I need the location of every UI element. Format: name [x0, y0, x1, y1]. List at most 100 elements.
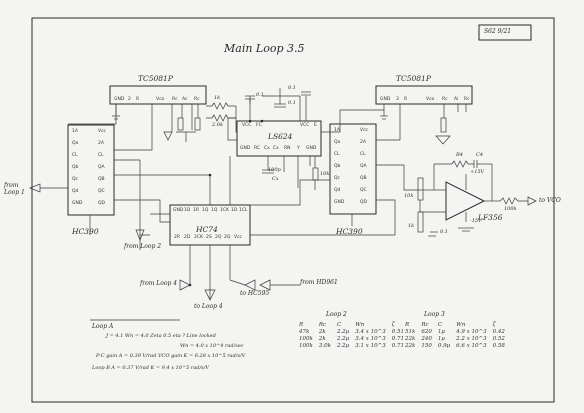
- table-cell: 2.2μ: [336, 343, 350, 349]
- cr-pin-qd: Qd: [334, 188, 341, 193]
- table-row: 100k 2k 2.2μ 3.4 x 10^3 0.71: [296, 336, 407, 343]
- sheet-title: Main Loop 3.5: [224, 42, 305, 55]
- c1-value: 0.1: [256, 92, 264, 98]
- phase-detector-chip: [236, 88, 322, 190]
- pll-right-name: TC5081P: [396, 74, 431, 83]
- from-loop4-label: from Loop 4: [140, 280, 178, 287]
- cr-pin-1a: 1A: [334, 128, 340, 133]
- table-cell: 51k: [405, 329, 416, 335]
- counter-left-chip: [29, 124, 115, 216]
- pll-left-pin-ac: Ac: [182, 97, 188, 102]
- ff-pin-2d: 2D: [184, 235, 191, 240]
- table-header-cell: C: [437, 322, 443, 328]
- ff-pin-1qn: 1Q: [211, 208, 218, 213]
- rin2-value: 1k: [408, 223, 415, 229]
- cr-pin-gnd: GND: [334, 200, 345, 205]
- pll-left-chip: [109, 85, 207, 142]
- cr-pin-qb: Qb: [334, 164, 341, 169]
- phase-detector-name: LS624: [268, 132, 293, 141]
- ff-pin-1d: 1D: [184, 208, 191, 213]
- table-cell: 0.52: [492, 336, 505, 342]
- cr-pin-qa2: QA: [360, 164, 367, 169]
- to-vco-label: to VCO: [539, 197, 561, 204]
- c2-value: 0.1: [288, 100, 296, 106]
- table-cell: 0.9μ: [437, 343, 451, 349]
- cr-pin-qd2: QD: [360, 200, 368, 205]
- from-hd961-arrow: [259, 279, 271, 291]
- pll-right-pin-3: 3: [396, 97, 399, 102]
- pll-right-pin-vco: Vco: [426, 97, 435, 102]
- vcc-value: +15V: [470, 169, 485, 175]
- table-cell: 3.1 x 10^3: [355, 343, 386, 349]
- ff-pin-1cl: 1CL: [239, 208, 248, 213]
- ls624-pin-y: Y: [297, 146, 300, 151]
- table-cell: 0.42: [492, 329, 505, 335]
- ls624-pin-gnd: GND: [240, 146, 251, 151]
- to-loop4-arrow: [204, 289, 216, 301]
- cx-label: Cx: [272, 176, 279, 182]
- counter-right-chip: [329, 123, 377, 215]
- cl-pin-qd: Qd: [72, 189, 79, 194]
- pll-left-pin-rc2: Rc: [194, 97, 200, 102]
- table-cell: 2.2μ: [336, 329, 350, 335]
- cl-pin-2a: 2A: [98, 141, 104, 146]
- cr-pin-qc: Qc: [334, 176, 341, 181]
- ls624-pin-cx: Cx: [264, 146, 270, 151]
- table-row: 22k 240 1μ 2.2 x 10^3 0.52: [402, 336, 508, 343]
- cl-pin-qc2: QC: [98, 189, 105, 194]
- to-hc595-arrow: [244, 279, 256, 291]
- cl-pin-1a: 1A: [72, 129, 78, 134]
- pll-right-pin-rc: Rc: [442, 97, 448, 102]
- cr-pin-qb2: QB: [360, 176, 367, 181]
- from-hd961-label: from HD961: [300, 279, 338, 286]
- ls624-pin-vcc: VCC: [242, 123, 252, 128]
- table-cell: 0.58: [492, 343, 505, 349]
- table-loop2: R Rc C Wn ζ 47k 2k 2.2μ 3.4 x 10^3 0.51 …: [296, 322, 407, 350]
- pll-right-pin-r: R: [404, 97, 408, 102]
- table-cell: 22k: [405, 343, 416, 349]
- ls624-pin-vcc2: VCC: [300, 123, 310, 128]
- table-cell: 3.4 x 10^3: [355, 336, 386, 342]
- ff-pin-1q: 1Q: [202, 208, 209, 213]
- table-loop3-header: R Rc C Wn ζ: [402, 322, 508, 329]
- table-header-cell: Wn: [355, 322, 365, 328]
- cx-value: 100p: [268, 167, 281, 173]
- pll-left-name: TC5081P: [138, 74, 173, 83]
- cr-pin-cl2: CL: [360, 152, 366, 157]
- table-cell: 47k: [299, 329, 310, 335]
- wiring: [68, 104, 420, 300]
- table-cell: 100k: [299, 343, 313, 349]
- cl-pin-qb2: QB: [98, 177, 105, 182]
- ff-pin-2qn: 2Q: [224, 235, 231, 240]
- ls624-pin-rc: RC: [254, 146, 261, 151]
- r1-value: 1k: [214, 95, 221, 101]
- cf-value: C4: [476, 152, 484, 158]
- c3-value: 0.1: [288, 85, 296, 91]
- counter-left-name: HC390: [72, 227, 99, 236]
- note-line1: J = 4.1 Wn = 4.0 Zeta 0.5 eta ? Line loc…: [106, 333, 216, 339]
- cl-pin-qd2: QD: [98, 201, 106, 206]
- table-loop3-title: Loop 3: [424, 311, 445, 318]
- ls624-pin-fc: FC: [256, 123, 262, 128]
- from-loop1-label: from Loop 1: [4, 182, 25, 196]
- table-cell: 1μ: [437, 329, 445, 335]
- pll-left-pin-r: R: [136, 97, 140, 102]
- cl-pin-cl: CL: [72, 153, 78, 158]
- pll-left-pin-gnd: GND: [114, 97, 125, 102]
- cl-pin-gnd: GND: [72, 201, 83, 206]
- table-header-cell: Rc: [421, 322, 429, 328]
- pll-left-pin-rc: Rc: [172, 97, 178, 102]
- ff-pin-vcc: Vcc: [234, 235, 243, 240]
- cl-pin-cl2: CL: [98, 153, 104, 158]
- table-cell: 4.9 x 10^3: [456, 329, 487, 335]
- cr-pin-qc2: QC: [360, 188, 367, 193]
- pll-right-pin-rc2: Rc: [464, 97, 470, 102]
- table-loop2-header: R Rc C Wn ζ: [296, 322, 407, 329]
- table-cell: 6.6 x 10^3: [456, 343, 487, 349]
- pll-right-pin-gnd: GND: [380, 97, 391, 102]
- table-header-cell: ζ: [492, 322, 496, 328]
- counter-right-name: HC390: [336, 227, 363, 236]
- table-cell: 0.71: [391, 343, 404, 349]
- table-cell: 3.0k: [318, 343, 331, 349]
